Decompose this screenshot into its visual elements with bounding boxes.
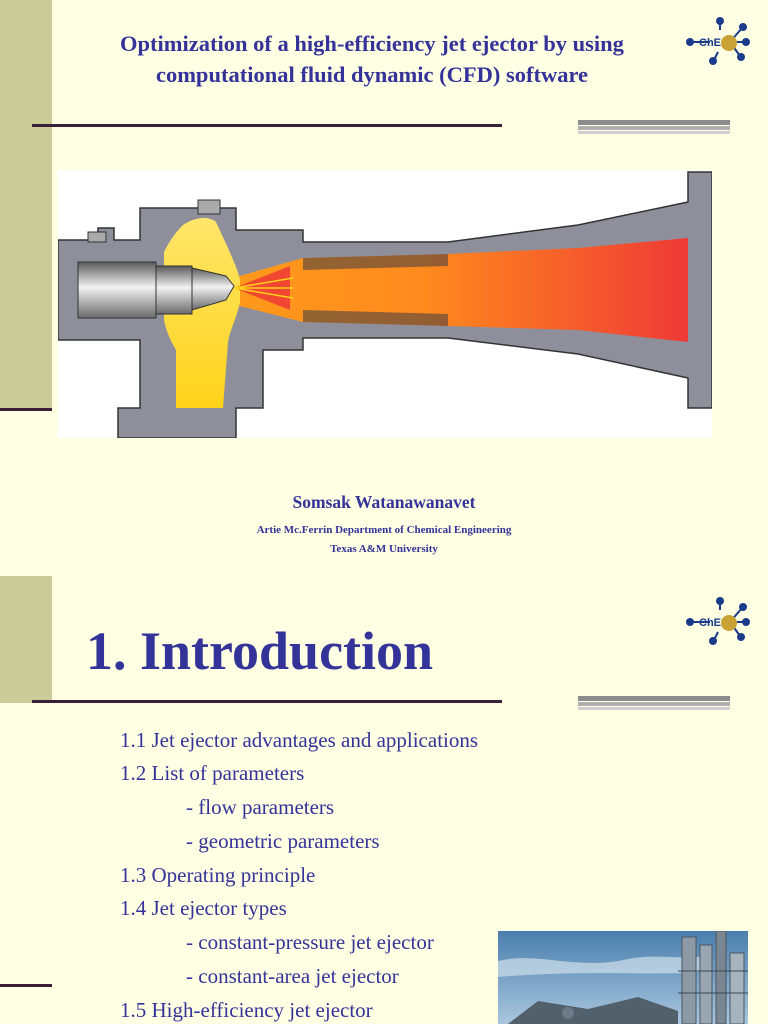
title-rule-accent	[578, 696, 730, 710]
outline-subitem: - geometric parameters	[186, 829, 380, 853]
outline-subitem: - flow parameters	[186, 795, 335, 819]
outline-item: 1.4 Jet ejector types	[120, 896, 287, 920]
jet-ejector-diagram	[57, 170, 713, 439]
outline-item: 1.1 Jet ejector advantages and applicati…	[120, 728, 479, 752]
left-accent-bar	[0, 576, 52, 703]
bottom-left-rule	[0, 408, 52, 411]
logo-text: ChE	[699, 617, 721, 629]
university: Texas A&M University	[330, 543, 438, 555]
outline-item: 1.5 High-efficiency jet ejector	[120, 998, 373, 1022]
outline-item: 1.2 List of parameters	[120, 761, 305, 785]
left-accent-bar	[0, 0, 52, 410]
author-name: Somsak Watanawanavet	[292, 492, 476, 512]
slide-title: 1. Introduction	[86, 621, 434, 681]
title-line-1: Optimization of a high-efficiency jet ej…	[120, 31, 624, 56]
slide-1: Optimization of a high-efficiency jet ej…	[0, 0, 754, 555]
che-logo-icon: ChE	[684, 16, 754, 66]
slide-title: Optimization of a high-efficiency jet ej…	[52, 28, 692, 90]
title-line-2: computational fluid dynamic (CFD) softwa…	[155, 62, 589, 87]
slide-2: ChE 1. Introduction 1.1 Jet ejector adva…	[0, 576, 768, 1024]
che-logo-icon: ChE	[684, 596, 754, 646]
title-rule	[32, 124, 502, 127]
title-rule-accent	[578, 120, 730, 134]
logo-text: ChE	[699, 37, 721, 49]
outline-item: 1.3 Operating principle	[120, 863, 316, 887]
industrial-plant-photo	[498, 930, 748, 1024]
title-rule	[32, 700, 502, 703]
bottom-left-rule	[0, 984, 52, 987]
outline-subitem: - constant-area jet ejector	[186, 964, 399, 988]
outline-subitem: - constant-pressure jet ejector	[186, 930, 434, 954]
department: Artie Mc.Ferrin Department of Chemical E…	[256, 524, 512, 536]
